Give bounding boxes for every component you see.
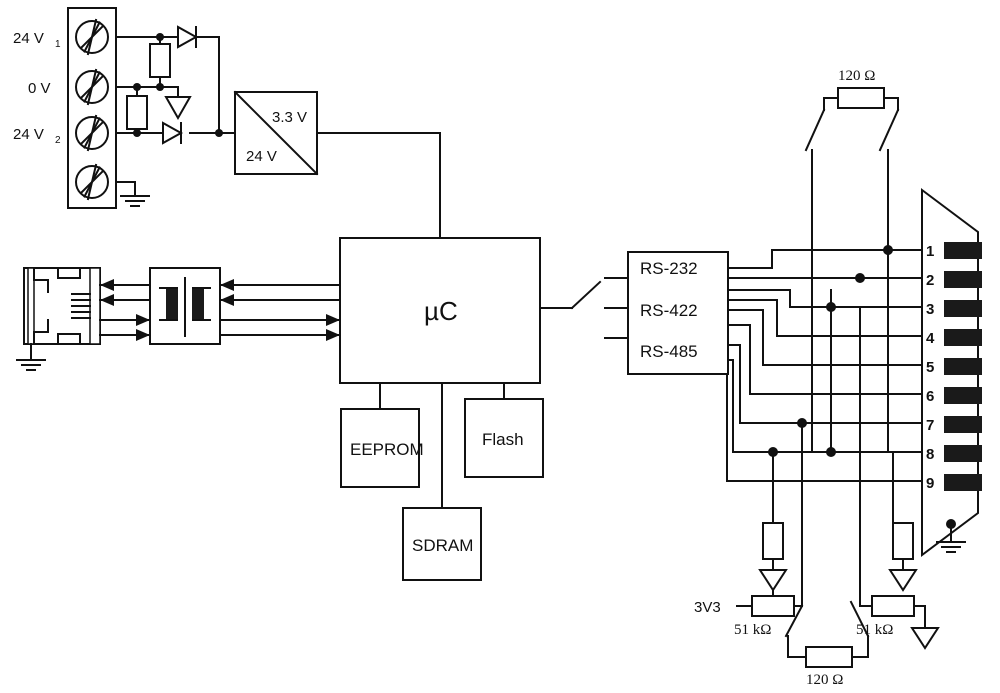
db9-pin-5: 5 — [926, 359, 934, 376]
db9-pin-8: 8 — [926, 446, 934, 463]
diode-bottom — [162, 121, 184, 145]
db9-connector — [921, 188, 982, 557]
bias-ground-left — [758, 558, 788, 592]
bias-resistor-right — [892, 522, 914, 560]
db9-pin-6: 6 — [926, 388, 934, 405]
label-24v1-sub: 1 — [55, 39, 61, 50]
rs422-label: RS-422 — [640, 301, 698, 320]
pullup-right-label: 51 kΩ — [856, 622, 893, 638]
sdram-block — [402, 507, 482, 581]
flash-block — [464, 398, 544, 478]
resistor-r1 — [149, 43, 171, 78]
label-24v2: 24 V — [13, 126, 44, 143]
flash-label: Flash — [482, 430, 524, 449]
db9-pin-contact — [944, 242, 982, 491]
mcu-label: µC — [424, 296, 458, 326]
terminal-screw — [75, 114, 109, 152]
ethernet-magnetics — [149, 267, 221, 345]
dcdc-converter — [233, 90, 441, 239]
db9-pin-7: 7 — [926, 417, 934, 434]
supply-rail-label: 3V3 — [694, 599, 721, 616]
db9-pin-2: 2 — [926, 272, 934, 289]
termination-bottom-label: 120 Ω — [806, 672, 843, 688]
serial-vertical-lines — [772, 149, 904, 606]
suppressor-diode — [164, 96, 192, 121]
dcdc-output-label: 3.3 V — [272, 109, 307, 126]
label-0v: 0 V — [28, 80, 51, 97]
serial-harness — [726, 249, 923, 482]
db9-pin-9: 9 — [926, 475, 934, 492]
rs232-label: RS-232 — [640, 259, 698, 278]
junction-dot — [768, 245, 956, 529]
terminal-screw — [75, 18, 109, 56]
rj45-jack — [23, 267, 101, 345]
supply-rail-right — [859, 451, 940, 650]
db9-pin-1: 1 — [926, 243, 934, 260]
termination-bottom — [787, 600, 870, 668]
diode-top — [177, 25, 199, 49]
termination-top-label: 120 Ω — [838, 68, 875, 84]
mcu-serial-link — [539, 277, 629, 339]
label-24v1: 24 V — [13, 30, 44, 47]
terminal-screw — [75, 163, 109, 201]
dcdc-input-label: 24 V — [246, 148, 277, 165]
ethernet-signal-lines — [99, 279, 341, 341]
label-24v2-sub: 2 — [55, 135, 61, 146]
mcu-block — [339, 237, 541, 384]
resistor-r2 — [126, 95, 148, 130]
serial-transceiver-block — [627, 251, 729, 375]
supply-rail-left — [736, 589, 804, 638]
terminal-screw — [75, 68, 109, 106]
bias-ground-right — [888, 558, 918, 592]
sdram-label: SDRAM — [412, 536, 473, 555]
bias-resistor-left — [762, 522, 784, 560]
pullup-left-label: 51 kΩ — [734, 622, 771, 638]
junction-dot — [133, 33, 223, 137]
terminal-ground-symbol — [115, 181, 150, 207]
bias-connection-lines — [772, 451, 894, 524]
power-terminal-block — [67, 7, 117, 209]
rj45-ground-symbol — [16, 343, 46, 371]
db9-pin-3: 3 — [926, 301, 934, 318]
memory-bus-lines — [379, 382, 505, 509]
eeprom-label: EEPROM — [350, 440, 424, 459]
db9-ground-symbol — [936, 523, 966, 553]
termination-top — [804, 87, 900, 152]
db9-pin-4: 4 — [926, 330, 935, 347]
rs485-label: RS-485 — [640, 342, 698, 361]
